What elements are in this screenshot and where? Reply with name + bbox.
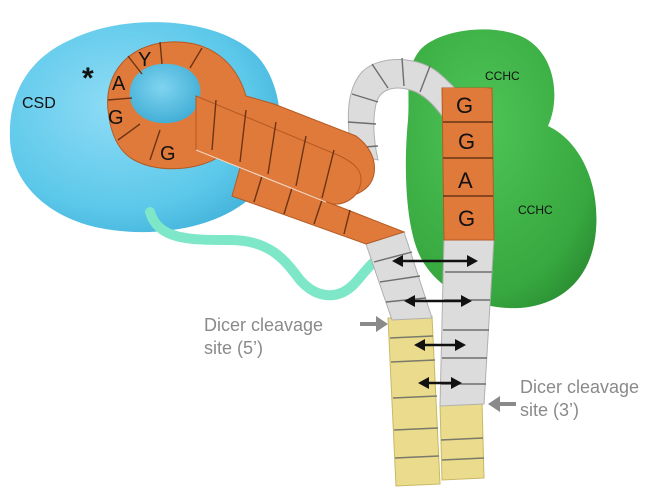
loop-nucleotide-y: Y (138, 49, 151, 71)
gggag-nucleotide-2: G (458, 129, 475, 154)
base-pair-arrows (392, 255, 478, 389)
rna-orange-loop (107, 41, 406, 245)
loop-nucleotide-g1: G (108, 107, 124, 129)
gggag-nucleotide-3: A (458, 168, 473, 193)
dicer-5-line2: site (5’) (204, 338, 264, 358)
dicer-cleavage-5-label: Dicer cleavage site (5’) (204, 314, 323, 360)
gggag-nucleotide-1: G (456, 93, 473, 118)
rna-orange-gggag (441, 87, 495, 241)
dicer-3-line2: site (3’) (520, 400, 580, 420)
base-pair-arrow-3 (414, 339, 466, 351)
csd-inner-pocket (129, 63, 201, 124)
loop-nucleotide-a: A (112, 73, 126, 95)
linker-segment (145, 207, 409, 301)
rna-yellow-stem (387, 315, 485, 487)
dicer-5-arrow (360, 316, 388, 332)
cchc-label-top: CCHC (485, 69, 520, 83)
dicer-5-line1: Dicer cleavage (204, 315, 324, 335)
gggag-nucleotide-4: G (458, 206, 475, 231)
dicer-cleavage-3-label: Dicer cleavage site (3’) (520, 376, 639, 422)
base-pair-arrow-4 (418, 377, 462, 389)
star-marker: * (82, 62, 94, 95)
dicer-3-line1: Dicer cleavage (520, 377, 640, 397)
csd-label: CSD (22, 95, 56, 112)
base-pair-arrow-2 (404, 295, 472, 307)
base-pair-arrow-1 (392, 255, 478, 267)
dicer-3-arrow (488, 396, 516, 412)
loop-nucleotide-g2: G (160, 143, 176, 165)
cchc-label-bottom: CCHC (518, 203, 553, 217)
